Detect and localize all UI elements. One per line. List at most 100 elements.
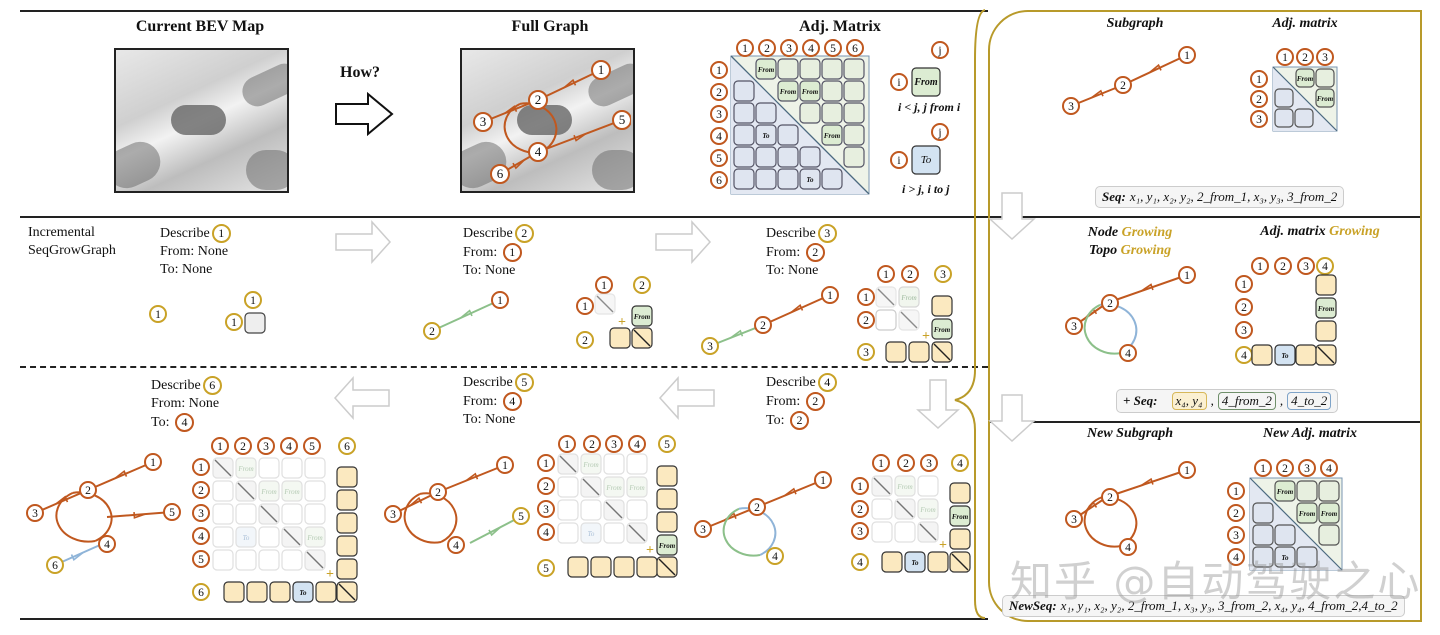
matrix-cell bbox=[931, 341, 953, 363]
matrix-cell bbox=[590, 556, 612, 578]
arrow-step4-to-5 bbox=[658, 376, 715, 420]
node-3: 3 bbox=[605, 435, 623, 453]
svg-text:1: 1 bbox=[1184, 464, 1190, 477]
svg-text:4: 4 bbox=[772, 550, 778, 563]
matrix-cell bbox=[336, 489, 358, 511]
svg-text:1: 1 bbox=[878, 457, 884, 470]
node-5: 5 bbox=[537, 559, 555, 577]
adj-matrix-title: Adj. Matrix bbox=[799, 18, 881, 35]
plus-icon: + bbox=[618, 315, 626, 330]
svg-text:2: 2 bbox=[1282, 462, 1288, 475]
cell-5-6 bbox=[843, 146, 865, 168]
matrix-cell bbox=[580, 499, 602, 521]
node-4: 4 bbox=[537, 523, 555, 541]
svg-text:1: 1 bbox=[1256, 73, 1262, 86]
matrix-cell bbox=[1315, 68, 1335, 88]
svg-text:5: 5 bbox=[543, 562, 549, 575]
edge bbox=[1106, 469, 1188, 498]
svg-text:2: 2 bbox=[1107, 297, 1113, 310]
svg-text:3: 3 bbox=[926, 457, 932, 470]
plus-icon: + bbox=[922, 329, 930, 344]
svg-text:From: From bbox=[1277, 488, 1294, 496]
svg-text:5: 5 bbox=[198, 553, 204, 566]
cell-2-3: From bbox=[777, 80, 799, 102]
node-4: 4 bbox=[1316, 257, 1334, 275]
svg-text:From: From bbox=[260, 488, 276, 496]
node-1: 1 bbox=[211, 437, 229, 455]
edge bbox=[1070, 84, 1124, 107]
matrix-cell bbox=[212, 457, 234, 479]
matrix-cell bbox=[235, 480, 257, 502]
svg-text:From: From bbox=[900, 294, 916, 302]
node-1: 1 bbox=[595, 276, 613, 294]
matrix-cell bbox=[212, 503, 234, 525]
matrix-cell: From bbox=[580, 453, 602, 475]
edge bbox=[87, 461, 154, 491]
node-4: 4 bbox=[951, 454, 969, 472]
svg-text:2: 2 bbox=[903, 457, 909, 470]
step5-loop bbox=[403, 492, 458, 544]
col-label-5: 5 bbox=[824, 39, 842, 57]
arrow-step2-to-3 bbox=[655, 220, 712, 264]
matrix-cell bbox=[235, 549, 257, 571]
seq-chip-from: 4_from_2 bbox=[1217, 392, 1276, 410]
seq-box: Seq:x₁, y₁, x₂, y₂, 2_from_1, x₃, y₃, 3_… bbox=[1095, 186, 1345, 208]
cell-1-4 bbox=[799, 58, 821, 80]
matrix-cell: From bbox=[1315, 297, 1337, 319]
matrix-cell bbox=[281, 549, 303, 571]
right-panel bbox=[988, 10, 1422, 622]
arrow-step5-to-6 bbox=[333, 376, 390, 420]
svg-text:3: 3 bbox=[543, 503, 549, 516]
svg-text:i: i bbox=[897, 76, 900, 89]
svg-text:4: 4 bbox=[198, 530, 204, 543]
svg-text:4: 4 bbox=[535, 144, 542, 159]
matrix-cell bbox=[557, 476, 579, 498]
adj-matrix-small-title: Adj. matrix bbox=[1272, 16, 1338, 31]
matrix-cell bbox=[304, 503, 326, 525]
matrix-cell bbox=[1295, 344, 1317, 366]
matrix-cell: From bbox=[631, 305, 653, 327]
arrow-step3-to-4 bbox=[916, 379, 960, 430]
matrix-cell bbox=[609, 327, 631, 349]
node-1: 1 bbox=[558, 435, 576, 453]
node-1: 1 bbox=[1250, 70, 1268, 88]
node-2: 2 bbox=[576, 331, 594, 349]
svg-text:j: j bbox=[937, 44, 941, 57]
matrix-cell bbox=[1296, 546, 1318, 568]
graph-node-3: 3 bbox=[473, 112, 493, 132]
matrix-cell: From bbox=[1274, 480, 1296, 502]
node-3: 3 bbox=[934, 265, 952, 283]
node-3: 3 bbox=[694, 520, 712, 538]
node-4: 4 bbox=[628, 435, 646, 453]
node-3: 3 bbox=[1297, 257, 1315, 275]
legend-from-rule: i < j, j from i bbox=[898, 100, 961, 114]
matrix-cell bbox=[626, 522, 648, 544]
matrix-cell bbox=[1296, 480, 1318, 502]
matrix-cell bbox=[258, 549, 280, 571]
svg-text:2: 2 bbox=[1302, 51, 1308, 64]
svg-text:From: From bbox=[659, 542, 676, 550]
node-1: 1 bbox=[491, 291, 509, 309]
svg-text:6: 6 bbox=[852, 42, 858, 55]
node-2: 2 bbox=[423, 322, 441, 340]
matrix-cell bbox=[1274, 88, 1294, 108]
top-rule bbox=[20, 10, 988, 12]
node-1: 1 bbox=[576, 297, 594, 315]
matrix-cell: From bbox=[1318, 502, 1340, 524]
svg-text:5: 5 bbox=[309, 440, 315, 453]
matrix-cell bbox=[258, 526, 280, 548]
matrix-cell bbox=[557, 499, 579, 521]
matrix-cell: From bbox=[603, 476, 625, 498]
node-4: 4 bbox=[1227, 548, 1245, 566]
matrix-cell bbox=[1315, 344, 1337, 366]
matrix-cell bbox=[636, 556, 658, 578]
matrix-cell: From bbox=[235, 457, 257, 479]
matrix-cell bbox=[212, 549, 234, 571]
node-2: 2 bbox=[1276, 459, 1294, 477]
cell-2-1 bbox=[733, 80, 755, 102]
matrix-cell bbox=[949, 551, 971, 573]
